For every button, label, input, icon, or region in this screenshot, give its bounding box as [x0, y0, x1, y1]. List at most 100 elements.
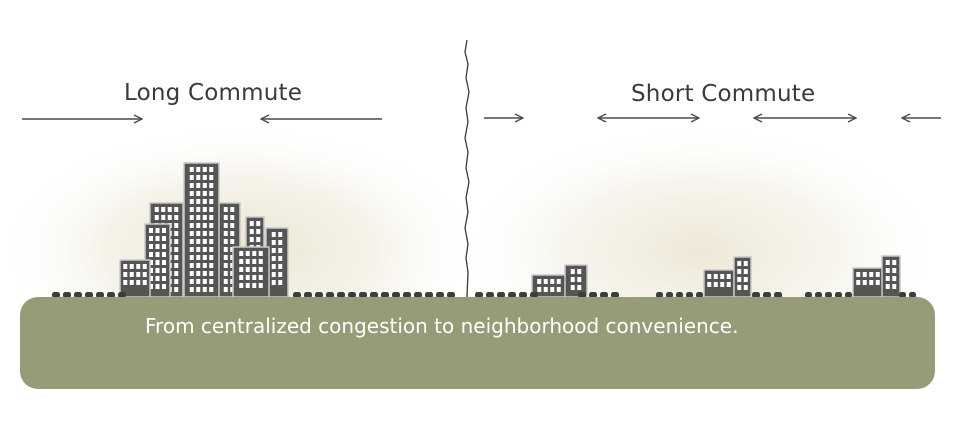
window — [202, 239, 207, 244]
window — [245, 283, 250, 288]
office-tower — [119, 259, 151, 298]
car — [611, 292, 619, 298]
window — [196, 215, 201, 220]
window — [271, 280, 276, 285]
window — [258, 259, 263, 264]
window — [743, 269, 748, 274]
window — [737, 269, 742, 274]
window — [726, 282, 731, 287]
window — [258, 283, 263, 288]
window — [189, 279, 194, 284]
office-tower — [183, 162, 220, 298]
window — [245, 275, 250, 280]
window — [239, 275, 244, 280]
window — [223, 231, 228, 236]
window — [209, 247, 214, 252]
shop-building — [703, 269, 735, 298]
window — [142, 264, 147, 269]
car — [107, 292, 115, 298]
window — [223, 287, 228, 292]
window — [743, 277, 748, 282]
window — [202, 199, 207, 204]
window — [123, 280, 128, 285]
window — [209, 255, 214, 260]
window — [258, 267, 263, 272]
window — [202, 287, 207, 292]
window — [167, 215, 172, 220]
car — [600, 292, 608, 298]
window — [252, 275, 257, 280]
window — [196, 175, 201, 180]
window — [196, 207, 201, 212]
window — [278, 232, 283, 237]
window — [543, 279, 548, 284]
window — [230, 231, 235, 236]
window — [230, 215, 235, 220]
short-commute-label: Short Commute — [631, 81, 816, 107]
window — [189, 231, 194, 236]
window — [202, 271, 207, 276]
window — [856, 280, 861, 285]
window — [162, 244, 166, 249]
window — [885, 276, 890, 281]
window — [256, 221, 261, 226]
window — [892, 284, 897, 289]
window — [162, 228, 166, 233]
car — [696, 292, 703, 298]
neighborhood-clusters — [531, 255, 901, 298]
car — [909, 292, 916, 298]
window — [149, 244, 153, 249]
window — [189, 239, 194, 244]
window — [174, 287, 179, 292]
window — [239, 259, 244, 264]
window — [726, 274, 731, 279]
window — [162, 268, 166, 273]
shop-building — [881, 255, 901, 298]
window — [223, 247, 228, 252]
window — [174, 255, 179, 260]
window — [570, 285, 575, 290]
shop-building — [564, 264, 588, 298]
window — [154, 215, 159, 220]
car — [763, 292, 771, 298]
window — [155, 284, 160, 289]
car — [326, 292, 334, 298]
window — [202, 255, 207, 260]
window — [174, 239, 179, 244]
window — [189, 255, 194, 260]
window — [256, 237, 261, 242]
window — [196, 239, 201, 244]
window — [209, 231, 214, 236]
window — [162, 252, 166, 257]
car — [475, 292, 483, 298]
car — [519, 292, 527, 298]
window — [196, 255, 201, 260]
window — [862, 272, 867, 277]
car — [293, 292, 301, 298]
window — [577, 285, 582, 290]
window — [278, 280, 283, 285]
car — [370, 292, 378, 298]
window — [155, 260, 160, 265]
car — [825, 292, 832, 298]
window — [174, 231, 179, 236]
window — [154, 207, 159, 212]
window — [162, 236, 166, 241]
window — [223, 255, 228, 260]
window — [249, 221, 254, 226]
window — [189, 223, 194, 228]
window — [278, 240, 283, 245]
window — [196, 263, 201, 268]
traffic-cars — [52, 292, 916, 298]
window — [550, 287, 555, 292]
car — [774, 292, 782, 298]
window — [209, 263, 214, 268]
window — [537, 287, 542, 292]
car — [676, 292, 683, 298]
window — [577, 277, 582, 282]
window — [892, 268, 897, 273]
window — [155, 236, 160, 241]
window — [278, 256, 283, 261]
window — [202, 167, 207, 172]
